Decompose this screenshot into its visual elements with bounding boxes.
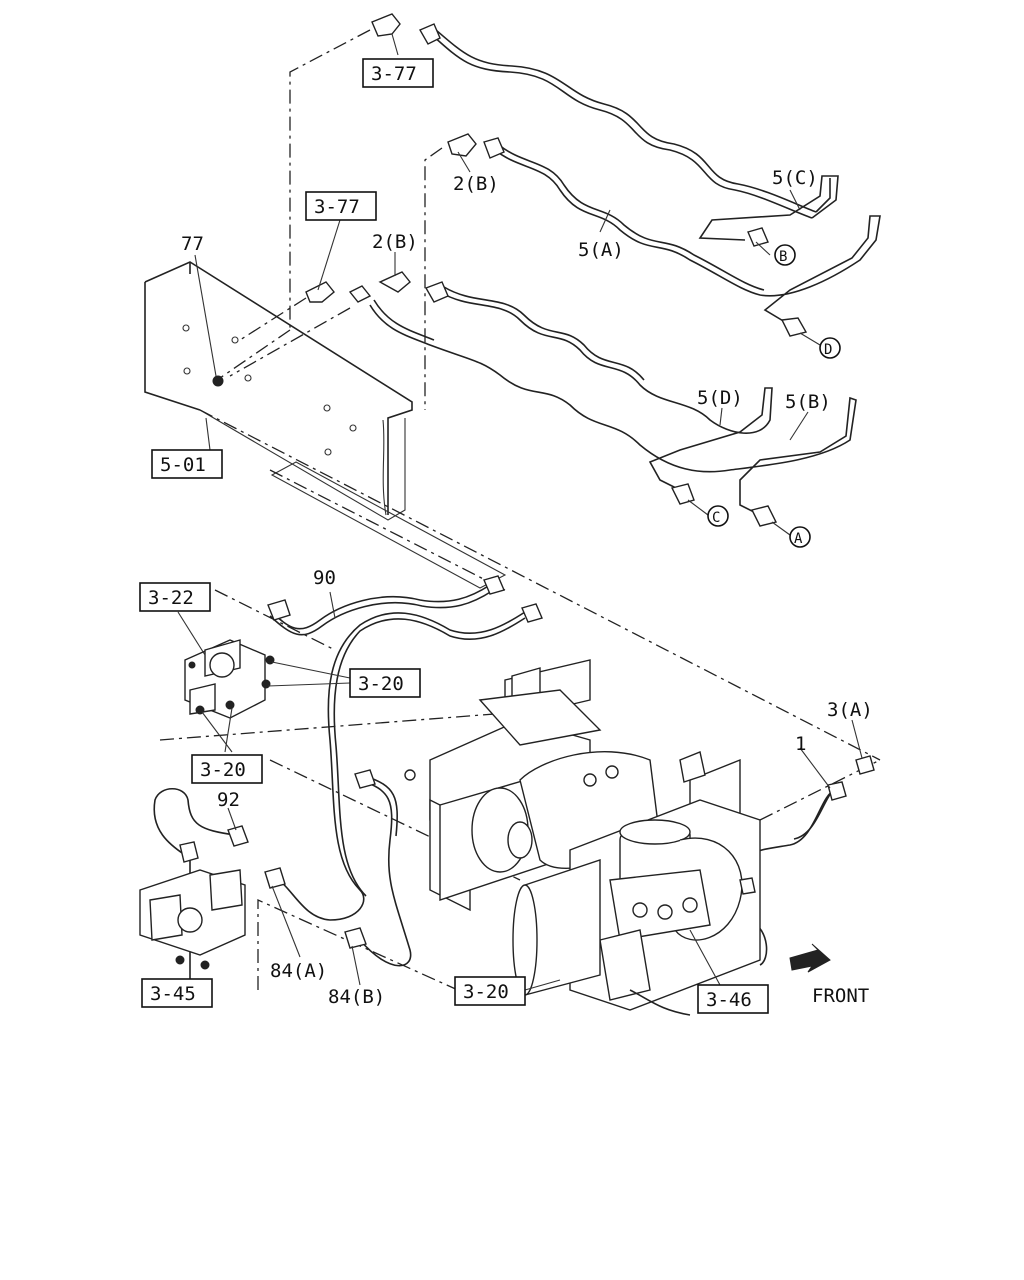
label-84b: 84(B) bbox=[328, 986, 385, 1008]
ref-label: 3-22 bbox=[148, 587, 194, 609]
label-5a: 5(A) bbox=[578, 239, 624, 261]
lower-assembly bbox=[139, 575, 875, 1016]
label-1: 1 bbox=[795, 733, 806, 755]
ref-box-3-20-a[interactable]: 3-20 bbox=[349, 668, 421, 698]
label-5b: 5(B) bbox=[785, 391, 831, 413]
label-90: 90 bbox=[313, 567, 336, 589]
ref-box-3-77-mid[interactable]: 3-77 bbox=[305, 191, 377, 221]
ref-box-5-01[interactable]: 5-01 bbox=[151, 449, 223, 479]
ref-label: 3-20 bbox=[200, 759, 246, 781]
circle-letter: B bbox=[779, 249, 787, 265]
circle-a: A bbox=[789, 526, 811, 548]
part-labels: 77 2(B) 2(B) 5(A) 5(C) 5(D) 5(B) 90 3(A)… bbox=[181, 167, 873, 1008]
label-5c: 5(C) bbox=[772, 167, 818, 189]
ref-box-3-46[interactable]: 3-46 bbox=[697, 984, 769, 1014]
ref-label: 3-77 bbox=[371, 63, 417, 85]
ref-box-3-77-top[interactable]: 3-77 bbox=[362, 58, 434, 88]
label-77: 77 bbox=[181, 233, 204, 255]
ref-label: 3-20 bbox=[358, 673, 404, 695]
circle-d: D bbox=[819, 337, 841, 359]
frame-rail bbox=[144, 261, 507, 589]
ref-box-3-22[interactable]: 3-22 bbox=[139, 582, 211, 612]
circle-letter: D bbox=[824, 342, 832, 358]
circle-letter: A bbox=[794, 531, 803, 547]
fittings-upper bbox=[212, 13, 808, 527]
label-2b-top: 2(B) bbox=[453, 173, 499, 195]
label-leaders bbox=[177, 33, 863, 991]
label-92: 92 bbox=[217, 789, 240, 811]
ref-label: 3-46 bbox=[706, 989, 752, 1011]
circle-b: B bbox=[774, 244, 796, 266]
brake-pipes-upper bbox=[369, 29, 881, 516]
ref-box-3-20-b[interactable]: 3-20 bbox=[191, 754, 263, 784]
ref-box-3-20-c[interactable]: 3-20 bbox=[454, 976, 526, 1006]
label-2b-mid: 2(B) bbox=[372, 231, 418, 253]
label-84a: 84(A) bbox=[270, 960, 327, 982]
ref-label: 3-20 bbox=[463, 981, 509, 1003]
ref-label: 5-01 bbox=[160, 454, 206, 476]
circle-c: C bbox=[707, 505, 729, 527]
circle-letter: C bbox=[712, 510, 720, 526]
ref-label: 3-77 bbox=[314, 196, 360, 218]
label-5d: 5(D) bbox=[697, 387, 743, 409]
ref-box-3-45[interactable]: 3-45 bbox=[141, 978, 213, 1008]
label-front: FRONT bbox=[812, 985, 869, 1007]
label-3a: 3(A) bbox=[827, 699, 873, 721]
ref-label: 3-45 bbox=[150, 983, 196, 1005]
